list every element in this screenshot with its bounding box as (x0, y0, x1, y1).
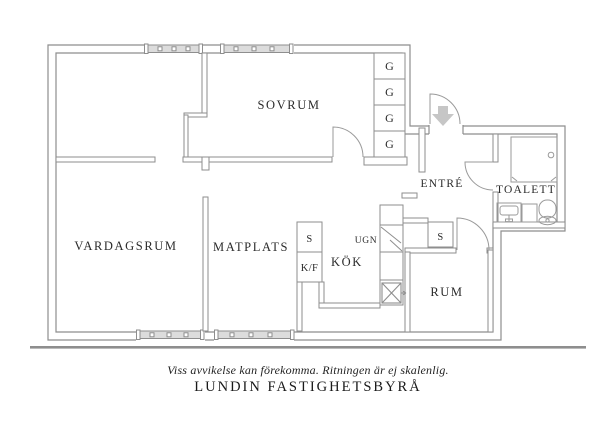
room-label-rum: RUM (430, 285, 463, 299)
toilet-door-swing (464, 161, 494, 191)
wardrobe-label: G (385, 85, 394, 99)
room-label-matplats: MATPLATS (213, 240, 289, 254)
entry-door-swing (429, 93, 461, 125)
kitchen-counter-strip (379, 204, 404, 306)
rum-door-swing (456, 217, 490, 251)
shower-icon (510, 136, 558, 183)
toilet-seat-icon (538, 199, 557, 226)
wardrobe-label: G (385, 111, 394, 125)
window-top-left (144, 43, 203, 54)
room-label-entre: ENTRÉ (420, 176, 463, 190)
fixture-label-oven: UGN (355, 236, 377, 246)
wardrobe-column (373, 52, 406, 158)
footer-brand: LUNDIN FASTIGHETSBYRÅ (194, 379, 421, 395)
stove-icon (381, 282, 407, 304)
kitchen-cabinet-column (296, 221, 323, 283)
interior-walls (55, 52, 566, 333)
window-bottom-right (214, 329, 295, 340)
fixture-label-fridge-freezer: K/F (301, 263, 319, 274)
room-label-sovrum: SOVRUM (257, 98, 320, 112)
footer-disclaimer: Viss avvikelse kan förekomma. Ritningen … (167, 363, 448, 377)
sovrum-door-swing (332, 126, 364, 158)
entry-arrow-icon (432, 106, 454, 126)
fixture-label-pantry: S (306, 234, 312, 245)
room-label-kok: KÖK (331, 255, 363, 269)
door-swings (332, 93, 494, 251)
exterior-wall (47, 44, 566, 341)
wardrobe-label: G (385, 137, 394, 151)
room-label-vardagsrum: VARDAGSRUM (74, 239, 177, 253)
oven-zigzag-icon (380, 226, 403, 252)
room-label-toalett: TOALETT (496, 184, 556, 196)
entry-door-jambs (428, 125, 464, 134)
sink-icon (496, 202, 522, 223)
window-top-right (220, 43, 294, 54)
window-bottom-left (136, 329, 205, 340)
rum-closet-box (427, 221, 454, 248)
washer-icon (521, 203, 538, 223)
fixture-label-rum-closet: S (437, 232, 443, 243)
footer-divider (30, 346, 586, 349)
wardrobe-label: G (385, 59, 394, 73)
